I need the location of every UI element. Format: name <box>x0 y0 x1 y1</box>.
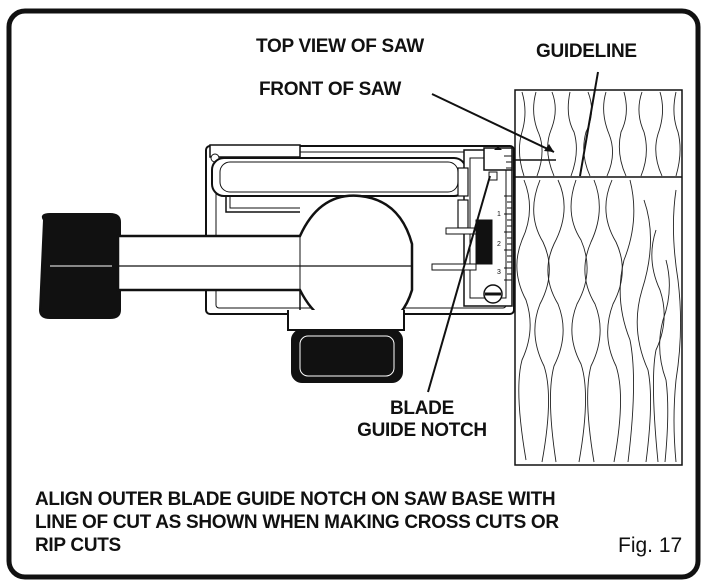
saw-illustration: 1 2 3 <box>38 144 515 383</box>
base-scale-ruler: 1 2 3 <box>497 150 513 306</box>
saw-motor-lower <box>291 329 403 383</box>
scale-tick-1: 1 <box>497 211 501 218</box>
figure-number: Fig. 17 <box>618 534 683 557</box>
caption-line-3: RIP CUTS <box>35 535 121 556</box>
figure-border <box>6 8 701 580</box>
scale-tick-2: 2 <box>497 241 501 248</box>
caption-line-2: LINE OF CUT AS SHOWN WHEN MAKING CROSS C… <box>35 512 559 533</box>
scale-tick-3: 3 <box>497 269 501 276</box>
caption-line-1: ALIGN OUTER BLADE GUIDE NOTCH ON SAW BAS… <box>35 489 556 510</box>
label-blade-guide-notch-line1: BLADE <box>390 398 454 419</box>
figure-caption: ALIGN OUTER BLADE GUIDE NOTCH ON SAW BAS… <box>35 488 675 557</box>
label-top-view-of-saw: TOP VIEW OF SAW <box>256 36 424 57</box>
label-front-of-saw: FRONT OF SAW <box>259 79 402 100</box>
motor-housing-top <box>211 157 467 197</box>
leader-lines <box>427 71 599 393</box>
wood-board <box>514 89 683 466</box>
label-guideline: GUIDELINE <box>536 41 637 62</box>
saw-front-notch-plate <box>483 147 513 171</box>
label-blade-guide-notch: BLADE GUIDE NOTCH <box>322 398 522 442</box>
label-blade-guide-notch-line2: GUIDE NOTCH <box>357 420 487 441</box>
